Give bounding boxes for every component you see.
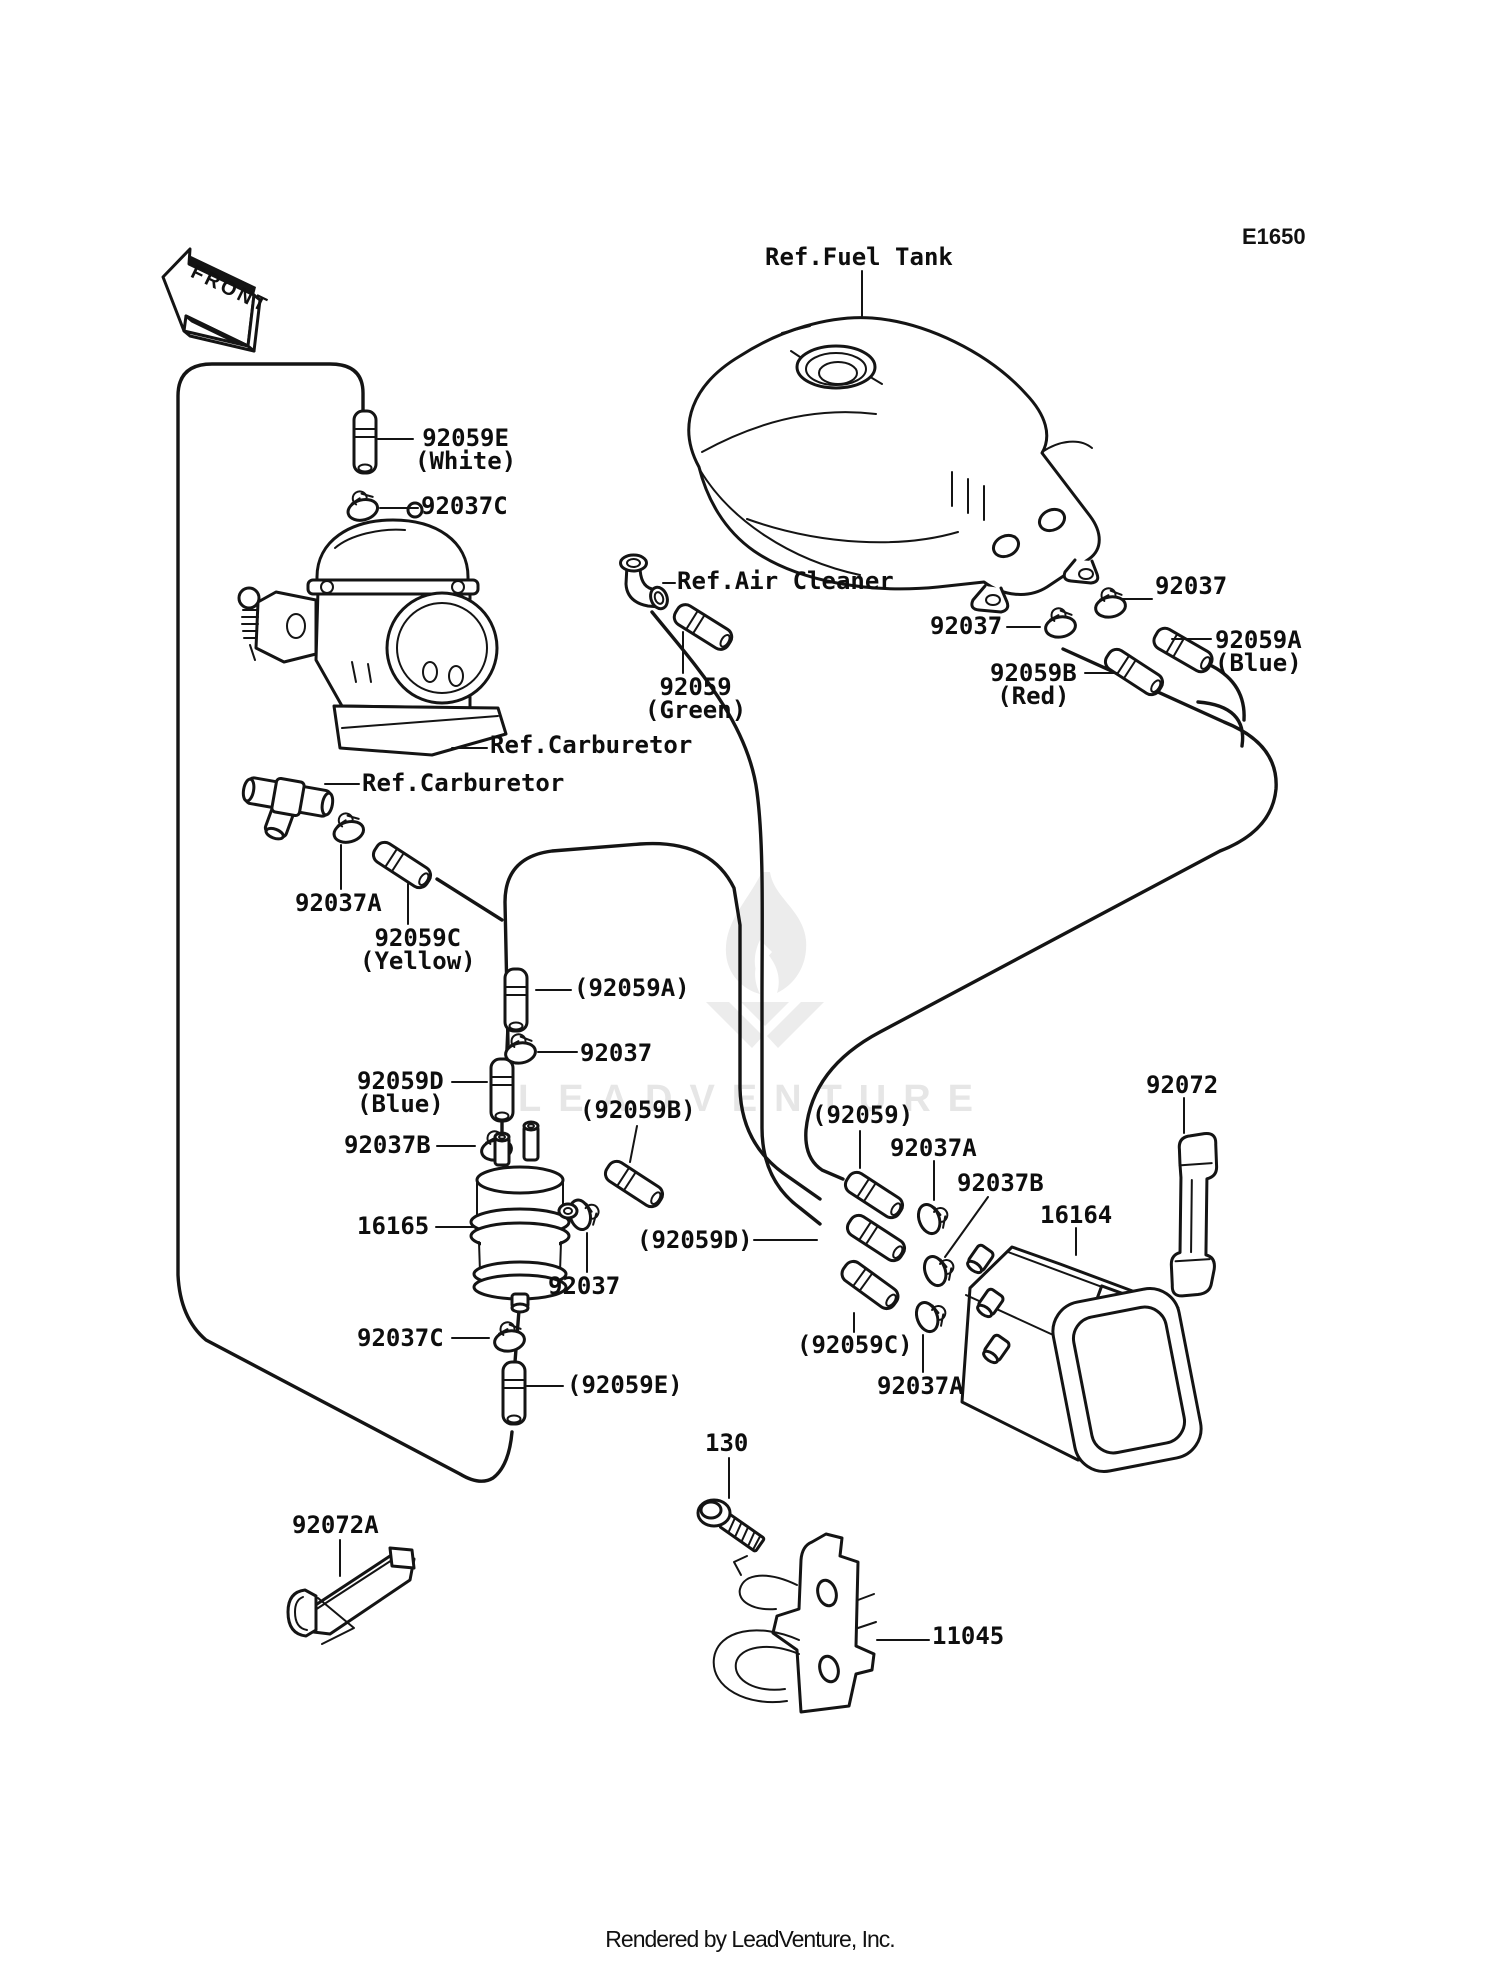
hose-92059a-sub-icon — [503, 967, 529, 1033]
page-code: E1650 — [1242, 224, 1306, 249]
label-line: 92059D — [357, 1067, 444, 1095]
carburetor-drawing — [237, 501, 508, 757]
watermark-logo-icon — [706, 872, 824, 1048]
hose-92059e-sub-icon — [501, 1360, 527, 1426]
label-92059-green: 92059(Green) — [645, 673, 747, 724]
footer-credit: Rendered by LeadVenture, Inc. — [605, 1926, 895, 1952]
label-92059e-paren: (92059E) — [567, 1371, 683, 1399]
hose-92059a-blue-icon — [1149, 623, 1217, 677]
hose-92059d-blue-icon — [489, 1057, 515, 1123]
label-16164: 16164 — [1040, 1201, 1113, 1229]
label-line: 92059C — [374, 924, 462, 952]
clamp-92037a-canister-icon — [913, 1196, 954, 1239]
clamp-92037a-carb-icon — [327, 808, 368, 847]
label-92037b-canister: 92037B — [957, 1169, 1044, 1197]
fuel-tank-drawing — [687, 316, 1101, 614]
strap-92072-drawing — [1169, 1132, 1219, 1298]
hose-92059c-yellow-icon — [368, 837, 436, 893]
hose-92059b-sub-icon — [600, 1156, 668, 1212]
label-92037a-carb: 92037A — [295, 889, 382, 917]
label-92059d-paren: (92059D) — [637, 1226, 753, 1254]
label-ref-carburetor-upper: Ref.Carburetor — [490, 731, 693, 759]
label-92037b-left: 92037B — [344, 1131, 431, 1159]
hose-92059c-sub-icon — [836, 1256, 904, 1314]
label-16165: 16165 — [357, 1212, 430, 1240]
label-92059b-paren: (92059B) — [580, 1096, 696, 1124]
clamp-92037c-bottom-icon — [489, 1318, 528, 1355]
hose-92059d-sub-icon — [842, 1210, 910, 1266]
label-92037-filter: 92037 — [548, 1272, 621, 1300]
hose-92059e-white-icon — [352, 409, 378, 475]
label-92072: 92072 — [1146, 1071, 1219, 1099]
label-92059c-paren: (92059C) — [797, 1331, 913, 1359]
label-92059-paren: (92059) — [812, 1101, 914, 1129]
label-92037-left: 92037 — [930, 612, 1003, 640]
label-line: 92059 — [659, 673, 732, 701]
label-92037c-top: 92037C — [421, 492, 508, 520]
bolt-130-drawing — [696, 1498, 766, 1553]
label-130: 130 — [705, 1429, 749, 1457]
label-92037a-bottom: 92037A — [877, 1372, 964, 1400]
label-ref-fuel-tank: Ref.Fuel Tank — [765, 243, 953, 271]
tee-fitting-drawing — [241, 776, 335, 841]
label-92037a-canister: 92037A — [890, 1134, 977, 1162]
label-11045: 11045 — [932, 1622, 1005, 1650]
leader-lines — [324, 270, 1212, 1641]
fuel-filter-16165-drawing — [469, 1120, 579, 1314]
label-92072a: 92072A — [292, 1511, 379, 1539]
front-arrow — [161, 247, 262, 353]
band-92072a-drawing — [286, 1546, 416, 1645]
clamp-92037-left-icon — [1040, 604, 1079, 641]
label-92059a-blue: 92059A(Blue) — [1215, 626, 1302, 677]
label-line: (Red) — [997, 682, 1070, 710]
canister-16164-drawing — [960, 1243, 1203, 1473]
clamp-92037-right-icon — [1090, 584, 1129, 621]
elbow-fitting-drawing — [619, 553, 669, 611]
label-92059b-red: 92059B(Red) — [990, 659, 1077, 710]
label-ref-air-cleaner: Ref.Air Cleaner — [677, 567, 894, 595]
label-line: (Blue) — [1215, 649, 1302, 677]
label-line: 92059B — [990, 659, 1077, 687]
label-92037-mid: 92037 — [580, 1039, 653, 1067]
hose-92059-sub-icon — [840, 1167, 908, 1223]
label-92059e-white: 92059E(White) — [415, 424, 517, 475]
label-line: 92059A — [1215, 626, 1302, 654]
clamp-92037a-bottom-icon — [911, 1294, 952, 1337]
label-ref-carburetor-lower: Ref.Carburetor — [362, 769, 565, 797]
clamp-92037b-canister-icon — [919, 1248, 960, 1291]
label-92037c-bottom: 92037C — [357, 1324, 444, 1352]
label-line: (Yellow) — [360, 947, 476, 975]
watermark-text: LEADVENTURE — [518, 1078, 991, 1120]
bracket-11045-drawing — [712, 1532, 877, 1714]
label-line: (Green) — [645, 696, 747, 724]
label-line: (White) — [415, 447, 517, 475]
label-line: (Blue) — [357, 1090, 444, 1118]
label-92059d-blue: 92059D(Blue) — [357, 1067, 444, 1118]
clamp-92037c-top-icon — [341, 486, 382, 525]
label-line: 92059E — [422, 424, 509, 452]
label-92037-right: 92037 — [1155, 572, 1228, 600]
label-92059c-yellow: 92059C(Yellow) — [360, 924, 476, 975]
label-92059a-paren: (92059A) — [574, 974, 690, 1002]
